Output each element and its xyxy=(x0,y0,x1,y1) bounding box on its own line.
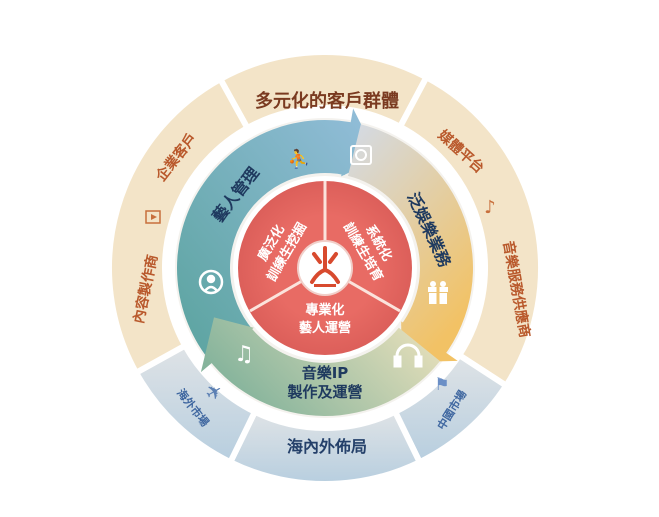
vinyl-disc-icon xyxy=(350,145,372,165)
inner-bottom-1: 專業化 xyxy=(305,302,344,318)
arrow-artist-management xyxy=(177,108,379,364)
arrow-music-ip xyxy=(200,317,441,416)
inner-bottom-2: 藝人運營 xyxy=(299,320,351,336)
gift-icon xyxy=(428,281,448,304)
label-music-ip-2: 製作及運營 xyxy=(286,383,362,401)
play-icon xyxy=(145,210,161,224)
inner-dividers xyxy=(249,181,401,313)
treble-clef-icon: ♫ xyxy=(234,342,254,367)
flag-icon: ⚑ xyxy=(434,375,449,395)
outer-segment-enterprise-content xyxy=(106,75,252,377)
dancers-icon: ⛹ xyxy=(288,148,310,170)
outer-ring xyxy=(106,49,544,487)
label-music-ip-1: 音樂IP xyxy=(302,364,349,382)
people-cycle-icon xyxy=(198,269,224,295)
company-logo xyxy=(310,246,340,287)
headphones-icon xyxy=(393,343,423,368)
music-note-icon: ♪ xyxy=(484,197,496,218)
outer-title-bottom: 海內外佈局 xyxy=(287,437,367,456)
outer-title-top: 多元化的客戶群體 xyxy=(255,90,399,112)
